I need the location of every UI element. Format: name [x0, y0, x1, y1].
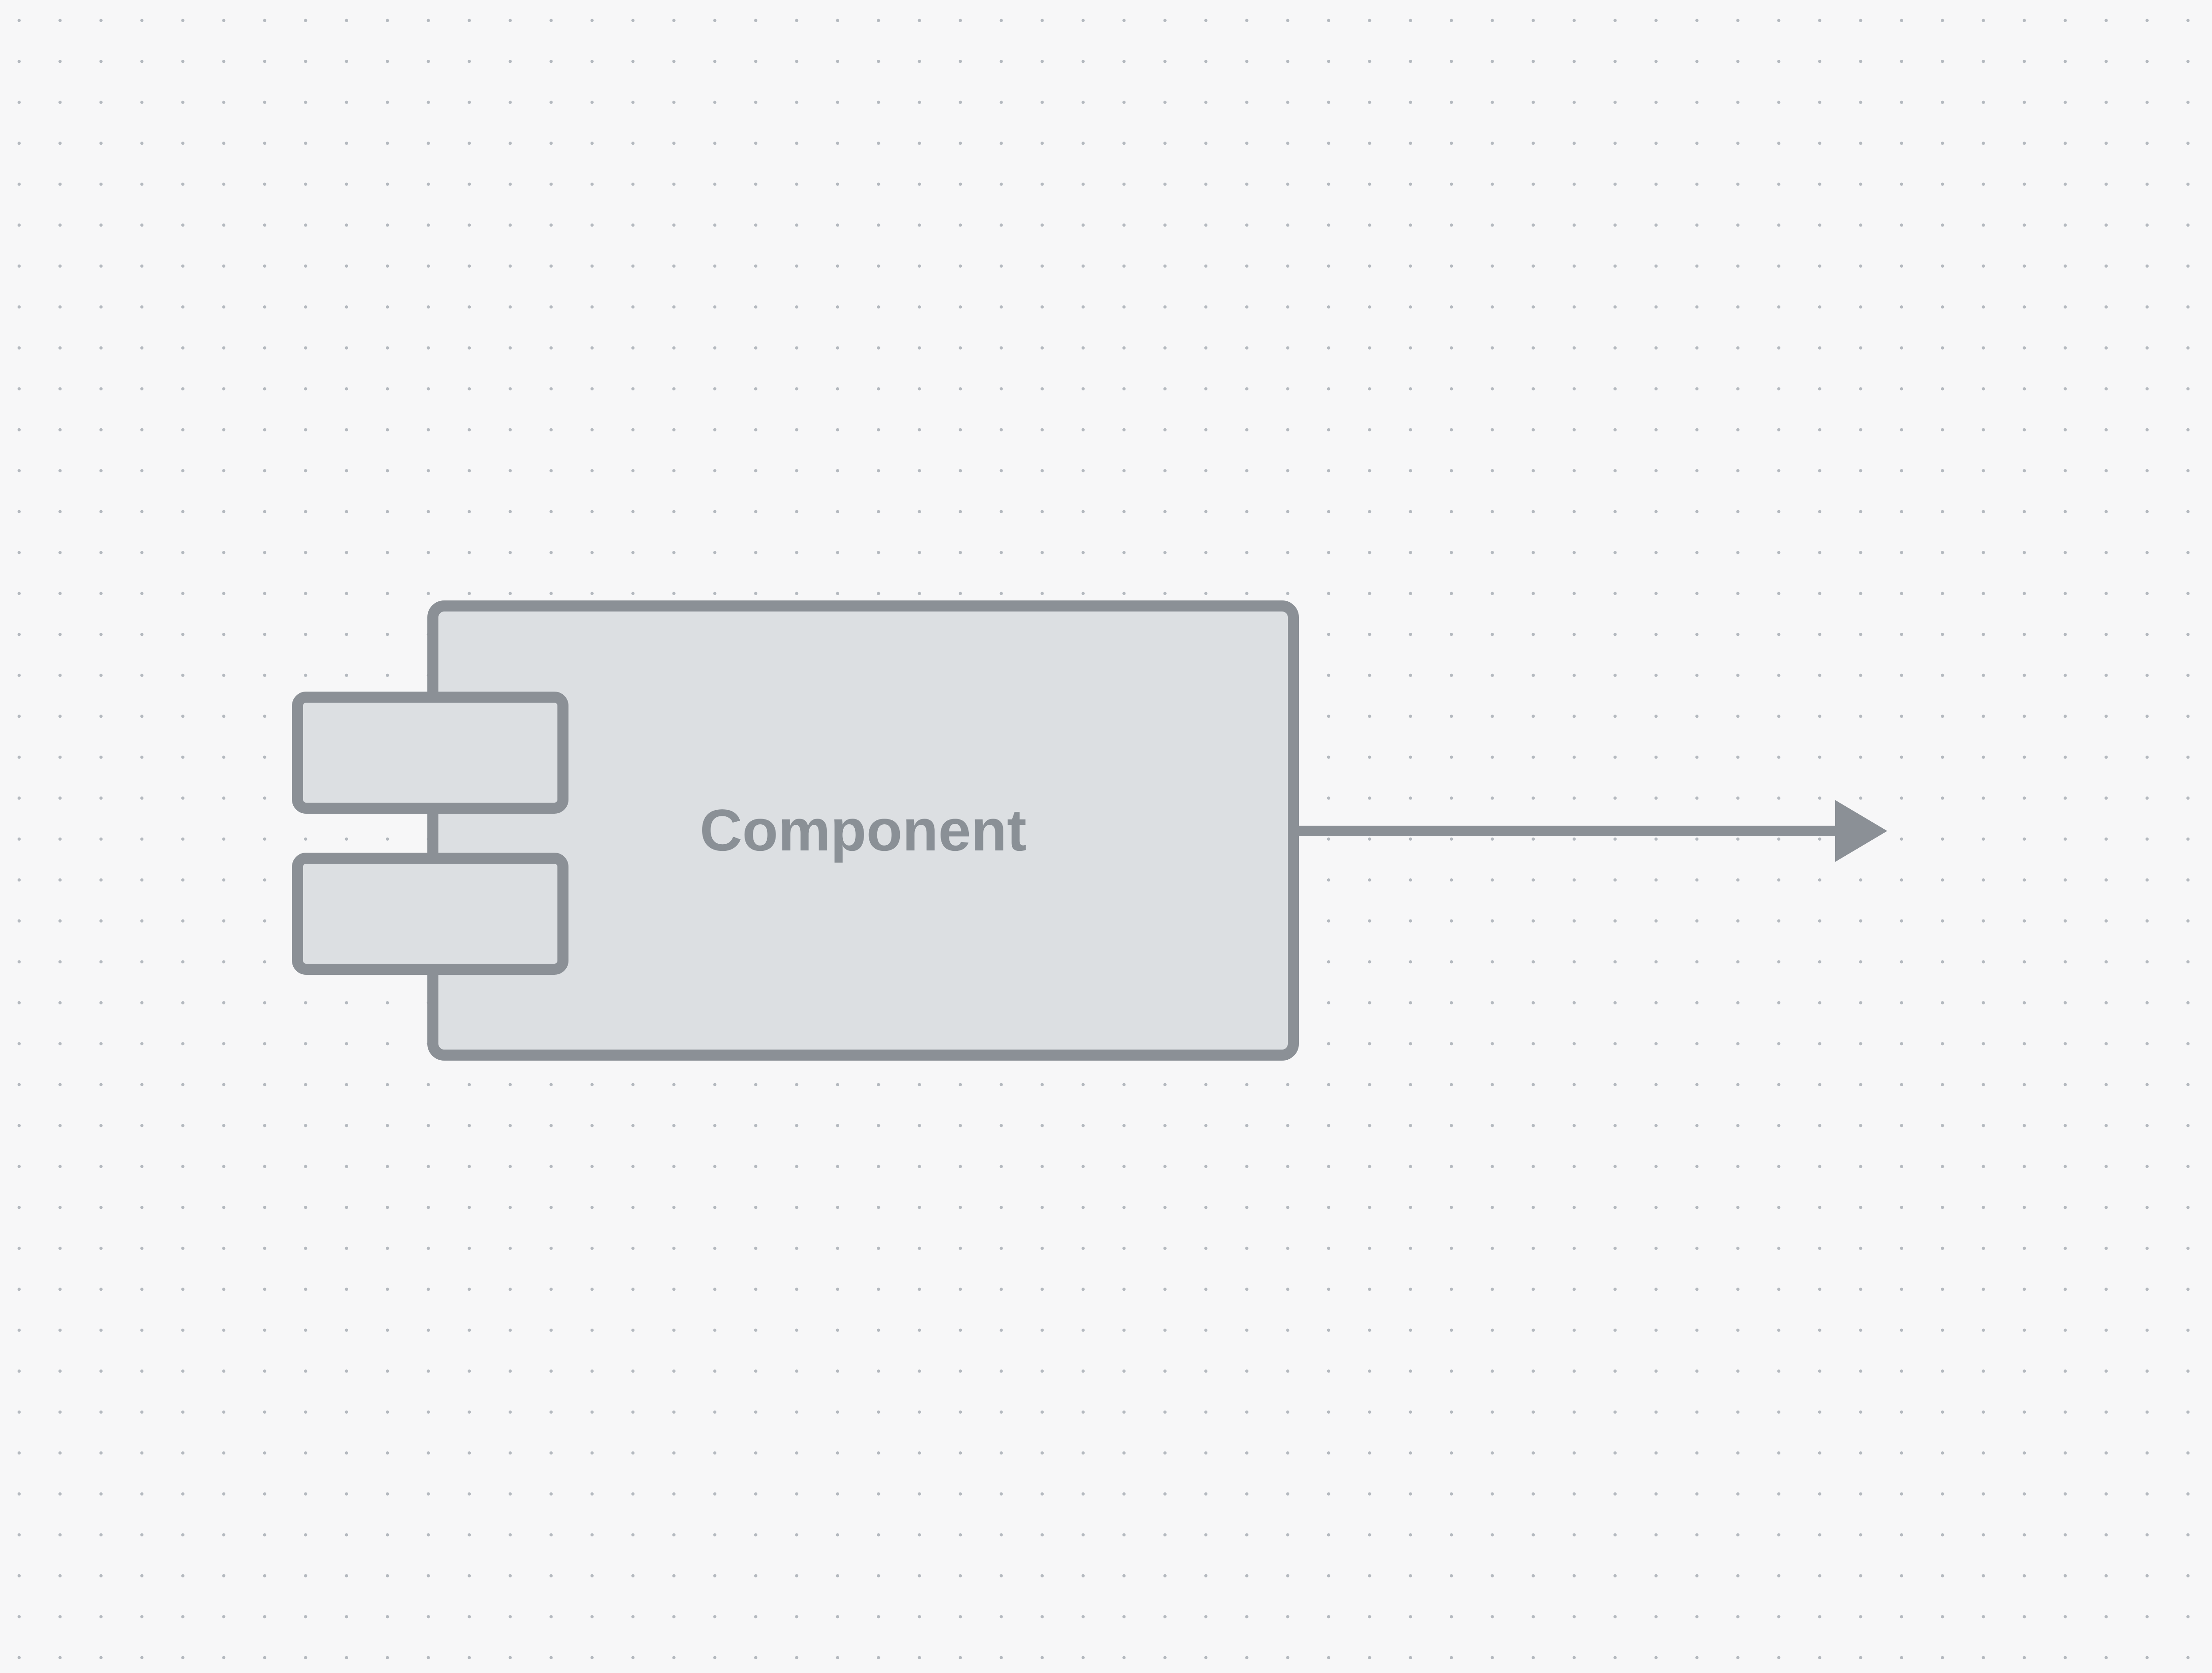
uml-component-node[interactable]: Component: [427, 600, 1299, 1061]
connector-line: [1296, 826, 1835, 836]
connector-arrow[interactable]: [1296, 800, 1887, 862]
component-port-top[interactable]: [292, 692, 568, 814]
component-node-label: Component: [699, 797, 1027, 863]
component-port-bottom[interactable]: [292, 853, 568, 975]
arrowhead-icon: [1835, 800, 1887, 862]
